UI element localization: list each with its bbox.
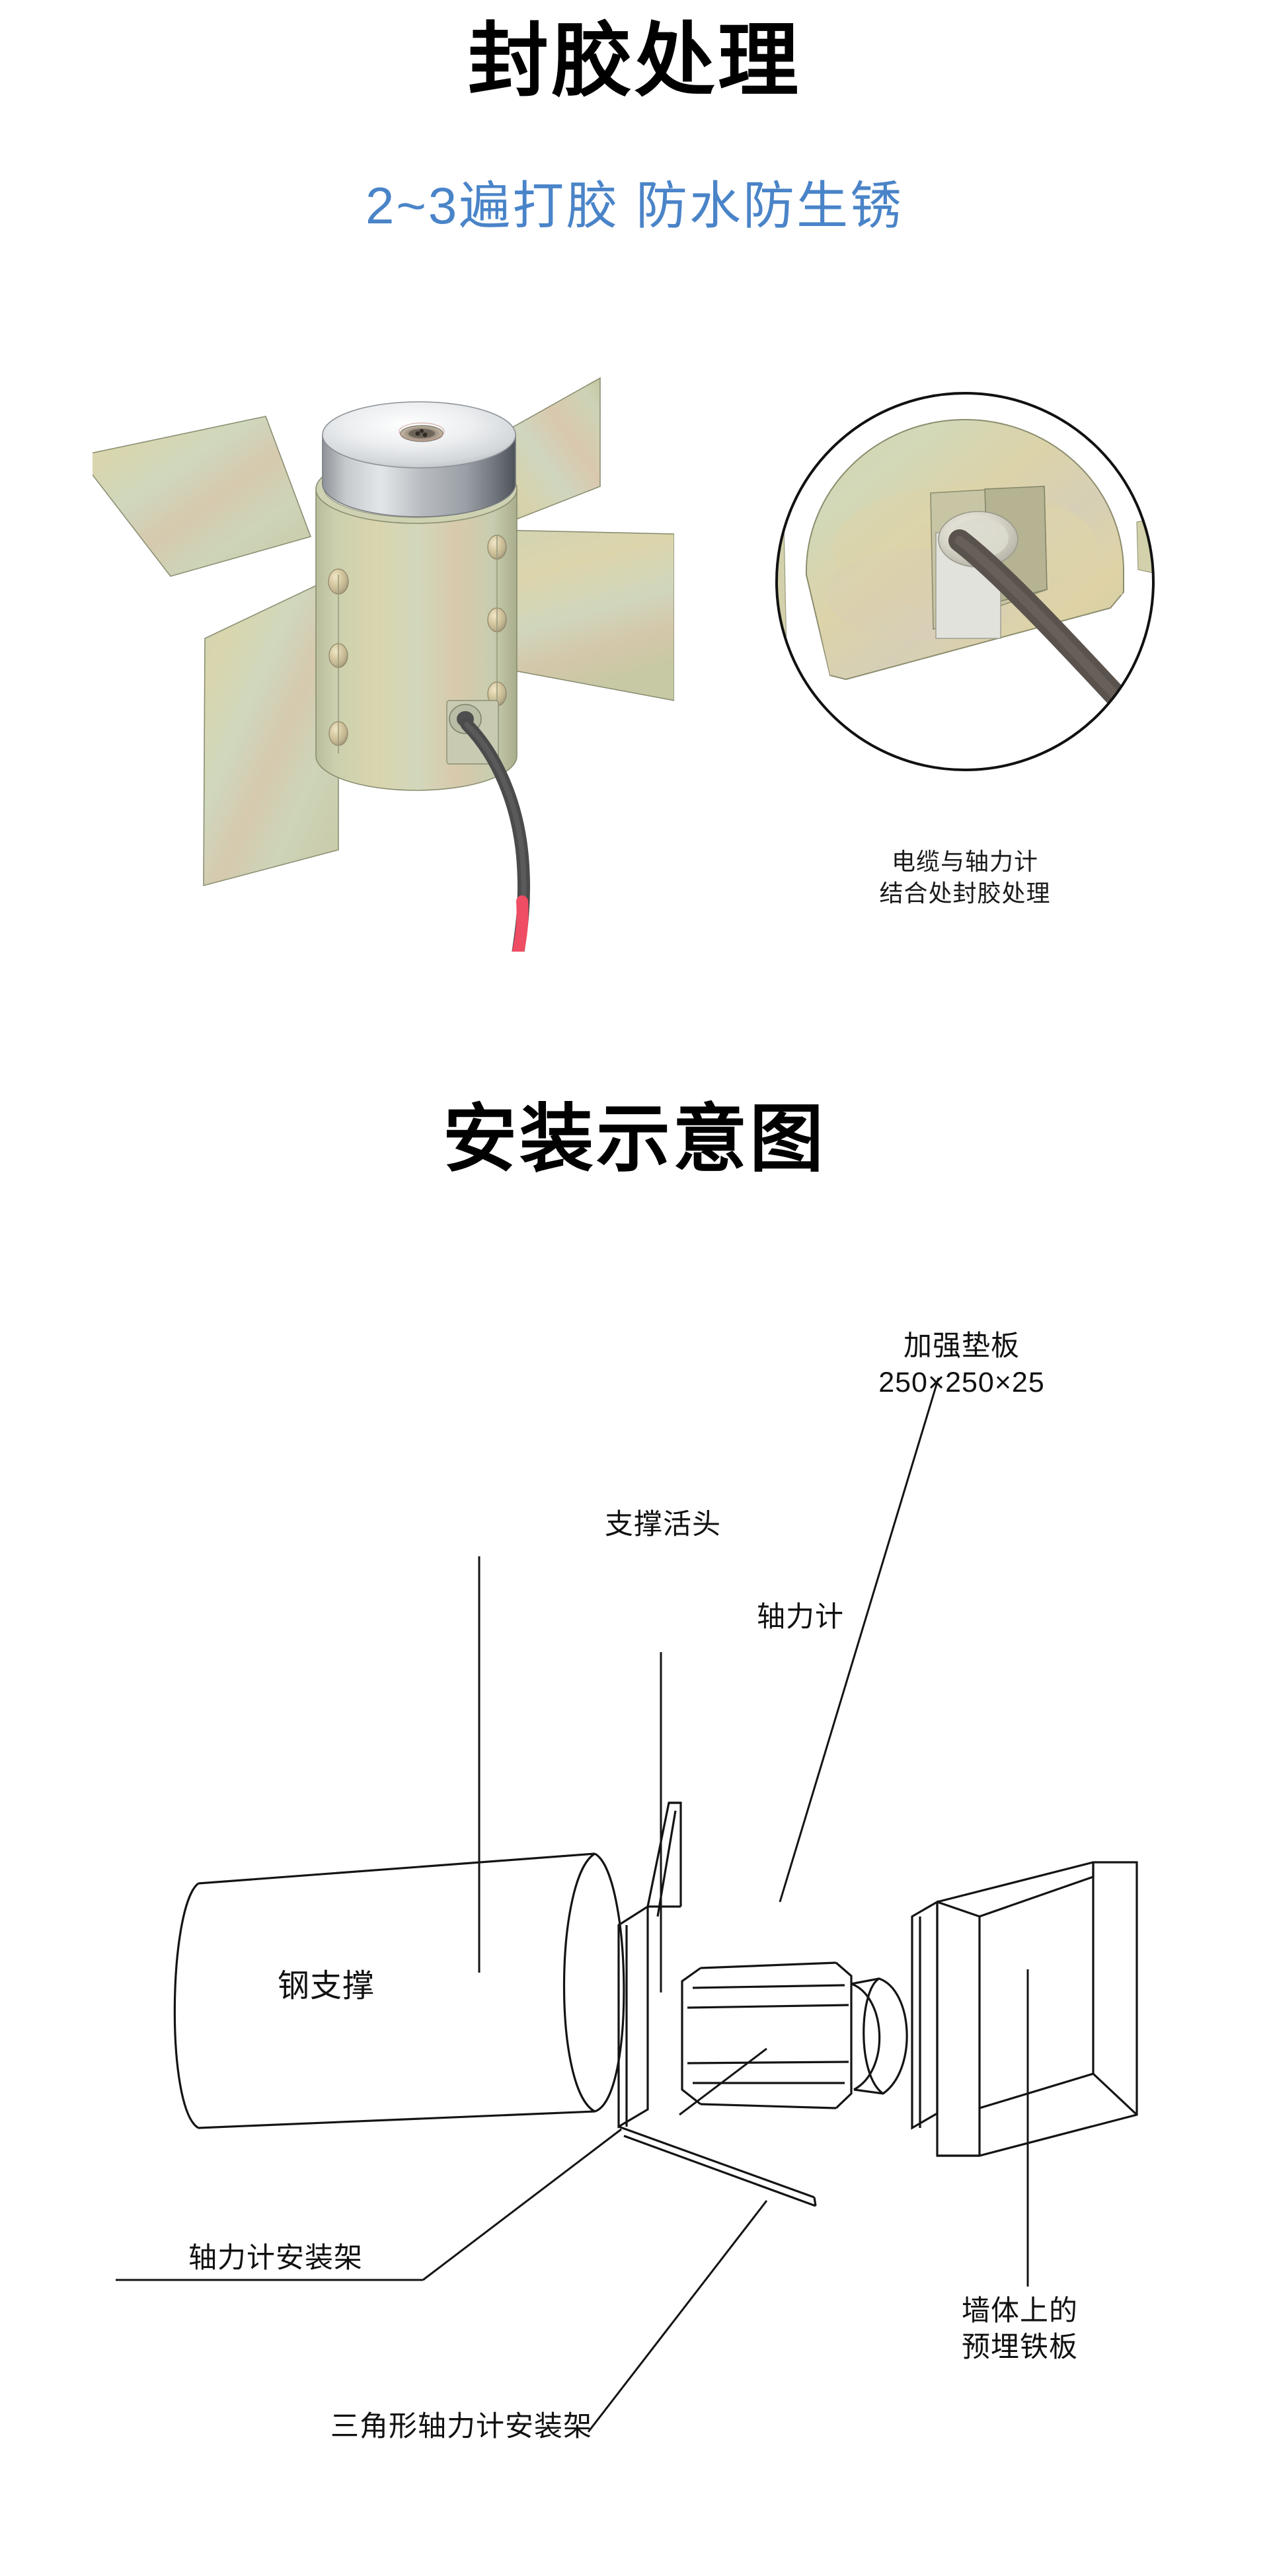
- installation-schematic-diagram: 加强垫板 250×250×25 支撑活头 轴力计 钢支撑 轴力计安装架 三角形轴…: [0, 1256, 1269, 2551]
- schematic-line-drawing: [116, 1377, 1138, 2433]
- label-reinforcing-plate-size: 250×250×25: [878, 1367, 1045, 1399]
- label-reinforcing-plate: 加强垫板 250×250×25: [829, 1328, 1094, 1401]
- label-wall-embedded-plate-line-1: 墙体上的: [962, 2295, 1078, 2327]
- label-load-cell: 轴力计: [757, 1601, 844, 1633]
- page-subtitle-sealing: 2~3遍打胶 防水防生锈: [365, 176, 904, 235]
- label-support-head: 支撑活头: [605, 1509, 721, 1540]
- inset-photo-caption: 电缆与轴力计 结合处封胶处理: [767, 846, 1163, 909]
- page-title-sealing: 封胶处理: [468, 17, 801, 106]
- label-wall-embedded-plate-line-2: 预埋铁板: [962, 2331, 1078, 2364]
- label-triangular-mount-frame: 三角形轴力计安装架: [330, 2411, 592, 2443]
- label-mount-frame: 轴力计安装架: [188, 2242, 363, 2274]
- inset-caption-line-2: 结合处封胶处理: [879, 879, 1051, 907]
- axial-force-gauge-with-anchor-vanes-photo: [93, 357, 674, 952]
- cable-entry-sealing-closeup-photo: [767, 377, 1163, 786]
- sealing-photo-block: 电缆与轴力计 结合处封胶处理: [0, 344, 1269, 971]
- inset-caption-line-1: 电缆与轴力计: [891, 848, 1038, 875]
- label-wall-embedded-plate: 墙体上的 预埋铁板: [962, 2293, 1078, 2366]
- label-reinforcing-plate-text: 加强垫板: [904, 1330, 1020, 1362]
- page-title-installation: 安装示意图: [443, 1099, 826, 1181]
- label-steel-strut: 钢支撑: [278, 1969, 375, 2004]
